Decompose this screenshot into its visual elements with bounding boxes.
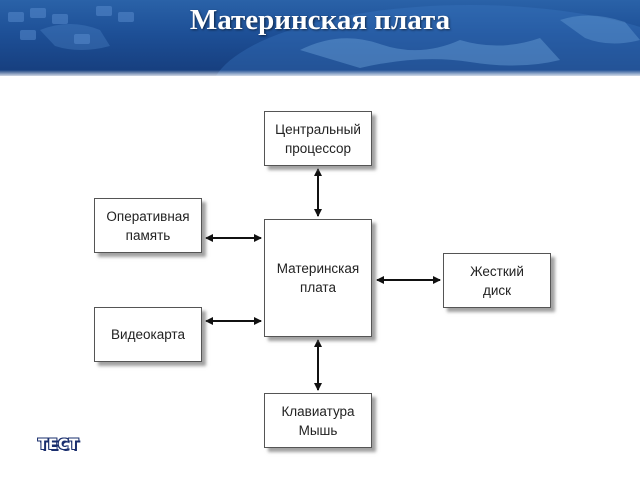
node-motherboard-line-2: плата <box>300 280 336 295</box>
node-motherboard: Материнская плата <box>264 219 372 337</box>
node-input-devices: Клавиатура Мышь <box>264 393 372 448</box>
node-motherboard-line-1: Материнская <box>276 261 360 276</box>
node-input-line-2: Мышь <box>298 422 338 438</box>
node-ram: Оперативная память <box>94 198 202 253</box>
globe-map-decoration <box>8 5 640 76</box>
node-ram-line-1: Оперативная <box>106 208 190 224</box>
node-input-line-1: Клавиатура <box>281 403 355 419</box>
node-hdd-line-2: диск <box>482 282 512 298</box>
test-logo: ТЕСТ <box>38 437 79 453</box>
node-hdd: Жесткий диск <box>443 253 551 308</box>
node-gpu: Видеокарта <box>94 307 202 362</box>
slide-header: Материнская плата <box>0 0 640 76</box>
node-hdd-line-1: Жесткий <box>470 263 524 279</box>
node-cpu: Центральный процессор <box>264 111 372 166</box>
slide-title: Материнская плата <box>189 4 451 36</box>
node-ram-line-2: память <box>125 227 171 243</box>
node-cpu-line-2: процессор <box>284 140 352 156</box>
node-gpu-line-1: Видеокарта <box>111 327 185 342</box>
header-glow <box>0 70 640 76</box>
node-cpu-line-1: Центральный <box>275 121 361 137</box>
